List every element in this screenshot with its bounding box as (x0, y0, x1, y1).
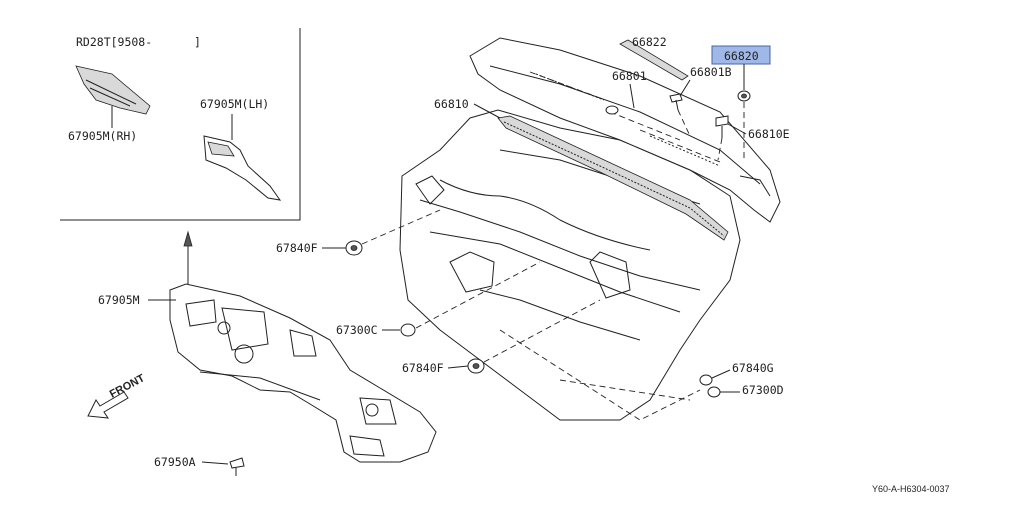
grommet-67840f-bottom-part[interactable] (467, 358, 485, 374)
diagram-code: Y60-A-H6304-0037 (872, 484, 950, 494)
grommet-67840f-top-part[interactable] (345, 240, 363, 256)
inset-panel: RD28T[9508- ] 67905M(RH) 67905M(LH) (60, 28, 301, 221)
inset-part-rh: 67905M(RH) (68, 129, 137, 143)
label-66822[interactable]: 66822 (632, 35, 667, 49)
label-66820-highlight (711, 45, 771, 65)
label-66820[interactable]: 66820 (724, 49, 759, 63)
plug-67300d-part[interactable] (707, 386, 721, 398)
label-67840f-bottom[interactable]: 67840F (402, 361, 444, 375)
label-66801[interactable]: 66801 (612, 69, 647, 83)
assembly-lines (361, 102, 745, 421)
grommet-67840g-part[interactable] (699, 374, 713, 386)
label-67840f-top[interactable]: 67840F (276, 241, 318, 255)
label-67300d[interactable]: 67300D (742, 383, 784, 397)
inset-model-code-end: ] (194, 35, 201, 49)
label-67300c[interactable]: 67300C (336, 323, 378, 337)
cowl-top-panel[interactable] (469, 37, 781, 223)
fastener-67950a-part[interactable] (229, 457, 245, 476)
clip-66820-part[interactable] (737, 90, 751, 102)
label-66810e[interactable]: 66810E (748, 127, 790, 141)
screw-66801b-part[interactable] (669, 93, 683, 111)
front-direction-arrow: FRONT (87, 372, 147, 419)
inset-model-code: RD28T[9508- (76, 35, 152, 49)
label-66801b[interactable]: 66801B (690, 65, 732, 79)
label-67905m[interactable]: 67905M (98, 293, 140, 307)
inset-part-lh: 67905M(LH) (200, 97, 269, 111)
label-66810[interactable]: 66810 (434, 97, 469, 111)
label-67950a[interactable]: 67950A (154, 455, 196, 469)
clip-66810e-part[interactable] (715, 115, 729, 138)
dash-insulator-part[interactable] (169, 283, 437, 463)
plug-67300c-part[interactable] (400, 323, 416, 337)
callouts: 66822 66820 66801B 66801 66810 66810E 67… (98, 35, 790, 469)
label-67840g[interactable]: 67840G (732, 361, 774, 375)
insulator-rh-part[interactable] (75, 65, 151, 115)
strip-66822-part[interactable] (619, 39, 689, 81)
cowl-seal-strip[interactable] (497, 115, 729, 241)
